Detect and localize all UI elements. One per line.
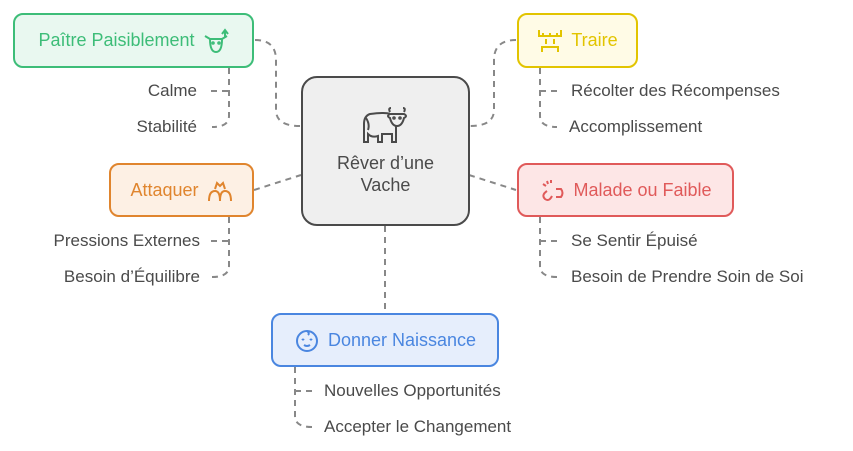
milk-item-2: Accomplissement (569, 117, 703, 136)
milking-icon (538, 29, 563, 52)
branch-graze-title: Paître Paisiblement (38, 30, 195, 50)
center-title: Rêver d’une Vache (336, 153, 435, 195)
connector-attack (253, 174, 302, 191)
cow-head-icon (204, 27, 229, 53)
branch-milk[interactable]: Traire (517, 13, 638, 68)
branch-graze[interactable]: Paître Paisiblement (13, 13, 254, 68)
branch-birth-title: Donner Naissance (327, 329, 477, 350)
conflict-icon (207, 181, 232, 202)
sub-graze (211, 68, 230, 128)
cow-icon (362, 107, 407, 143)
attack-item-2: Besoin d’Équilibre (63, 267, 200, 286)
connector-graze (254, 39, 301, 127)
sub-attack (211, 217, 230, 278)
branch-sick-title: Malade ou Faible (573, 179, 712, 200)
graze-item-1: Calme (147, 81, 197, 100)
sub-milk (539, 68, 558, 128)
baby-icon (295, 330, 318, 352)
branch-milk-title: Traire (571, 30, 618, 50)
birth-item-2: Accepter le Changement (324, 417, 512, 436)
branch-attack[interactable]: Attaquer (109, 163, 254, 217)
center-node[interactable]: Rêver d’une Vache (301, 76, 470, 226)
attack-item-1: Pressions Externes (53, 231, 200, 250)
branch-birth[interactable]: Donner Naissance (271, 313, 499, 367)
milk-item-1: Récolter des Récompenses (571, 81, 780, 100)
connector-sick (468, 174, 517, 191)
sick-item-1: Se Sentir Épuisé (571, 231, 698, 250)
graze-item-2: Stabilité (136, 117, 197, 136)
connector-milk (469, 39, 517, 127)
branch-sick[interactable]: Malade ou Faible (517, 163, 734, 217)
sub-birth (294, 367, 313, 428)
birth-item-1: Nouvelles Opportunités (324, 381, 501, 400)
sick-item-2: Besoin de Prendre Soin de Soi (571, 267, 804, 286)
broken-link-icon (542, 180, 564, 201)
branch-attack-title: Attaquer (130, 179, 199, 200)
sub-sick (539, 217, 558, 278)
